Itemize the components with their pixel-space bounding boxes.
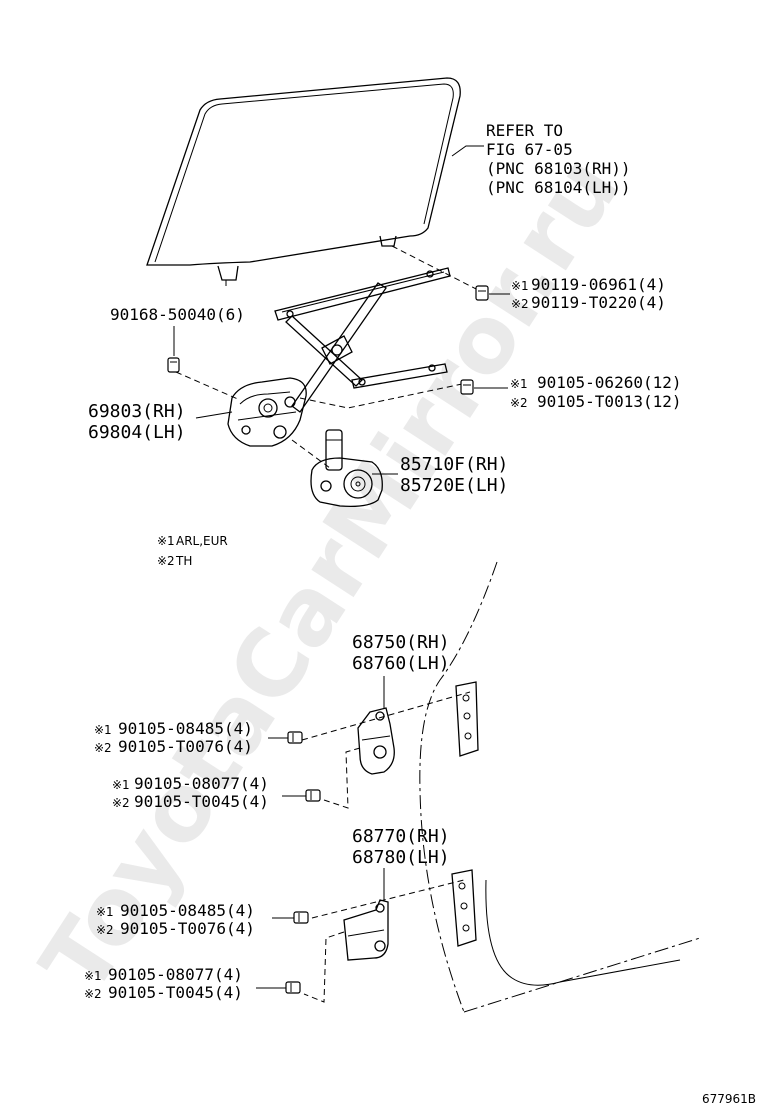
lower-hinge-bolt-b-mark-1: ※1 [84,969,102,983]
upper-hinge-bolt-b-mark-2: ※2 [112,796,130,810]
motor-pn-1: 85710F(RH) [400,454,508,475]
lower-hinge-bolt-a-mark-1: ※1 [96,905,114,919]
upper-hinge-frame [323,747,361,809]
lower-hinge-bolt-b-mark-2: ※2 [84,987,102,1001]
door-body-sill [463,937,701,1013]
lower-hinge-pn-2: 68780(LH) [352,847,450,868]
lower-hinge [343,899,389,961]
refer-line-1: REFER TO [486,121,563,140]
reg-bolt-right-pn-2: 90105-T0013(12) [537,392,682,411]
door-body-arch [485,879,681,986]
lower-hinge-bolt-b-pn-1: 90105-08077(4) [108,965,243,984]
lower-hinge-body-plate [451,869,477,947]
glass-bolt-mark-2: ※2 [511,297,529,311]
upper-hinge-bolt-b-pn-1: 90105-08077(4) [134,774,269,793]
bolt-icon [293,911,309,924]
window-motor [310,429,383,508]
note-2-mark: ※2 [157,554,175,568]
motor-pn-2: 85720E(LH) [400,475,508,496]
bolt-icon [305,789,321,802]
bolt-icon [475,285,489,301]
reg-bolt-right-pn-1: 90105-06260(12) [537,373,682,392]
lower-hinge-bolt-line [311,879,465,919]
upper-hinge-bolt-b-pn-2: 90105-T0045(4) [134,792,269,811]
bolt-icon [285,981,301,994]
lower-hinge-bolt-a-mark-2: ※2 [96,923,114,937]
upper-hinge-bolt-a-mark-2: ※2 [94,741,112,755]
bolt-icon [167,357,180,373]
lower-hinge-bolt-a-pn-2: 90105-T0076(4) [120,919,255,938]
glass-attach-line [391,245,483,293]
refer-line-3: (PNC 68103(RH)) [486,159,631,178]
glass-bolt-pn-1: 90119-06961(4) [531,275,666,294]
lower-hinge-pn-1: 68770(RH) [352,826,450,847]
upper-hinge-bolt-a-mark-1: ※1 [94,723,112,737]
window-regulator [227,267,451,447]
reg-bolt-right-mark-2: ※2 [510,396,528,410]
regulator-pn-2: 69804(LH) [88,422,186,443]
bolt-icon [287,731,303,744]
figure-id: 677961B [702,1092,756,1106]
lower-hinge-bolt-b-pn-2: 90105-T0045(4) [108,983,243,1002]
refer-line-2: FIG 67-05 [486,140,573,159]
regulator-pn-1: 69803(RH) [88,401,186,422]
upper-hinge-bolt-a-pn-2: 90105-T0076(4) [118,737,253,756]
upper-hinge-body-plate [455,681,479,757]
door-glass [146,77,461,281]
reg-bolt-left-pn: 90168-50040(6) [110,305,245,324]
upper-hinge-bolt-a-pn-1: 90105-08485(4) [118,719,253,738]
upper-hinge-pn-2: 68760(LH) [352,653,450,674]
door-body-outline [419,561,498,1013]
upper-hinge-pn-1: 68750(RH) [352,632,450,653]
upper-hinge-bolt-line [301,691,471,741]
watermark: ToyotaCarMirror.ru [21,138,641,1012]
refer-line-4: (PNC 68104(LH)) [486,178,631,197]
reg-bolt-line-left [175,371,241,401]
bolt-icon [460,379,474,395]
refer-leader [451,145,484,157]
note-1-mark: ※1 [157,534,175,548]
upper-hinge [357,707,395,775]
note-2-text: TH [175,554,192,568]
upper-hinge-bolt-b-mark-1: ※1 [112,778,130,792]
glass-bolt-mark-1: ※1 [511,279,529,293]
regulator-leader [195,411,233,419]
glass-bolt-pn-2: 90119-T0220(4) [531,293,666,312]
lower-hinge-bolt-a-pn-1: 90105-08485(4) [120,901,255,920]
lower-hinge-frame [303,931,345,1003]
note-1-text: ARL,EUR [176,534,228,548]
reg-bolt-right-mark-1: ※1 [510,377,528,391]
motor-line [291,439,331,469]
